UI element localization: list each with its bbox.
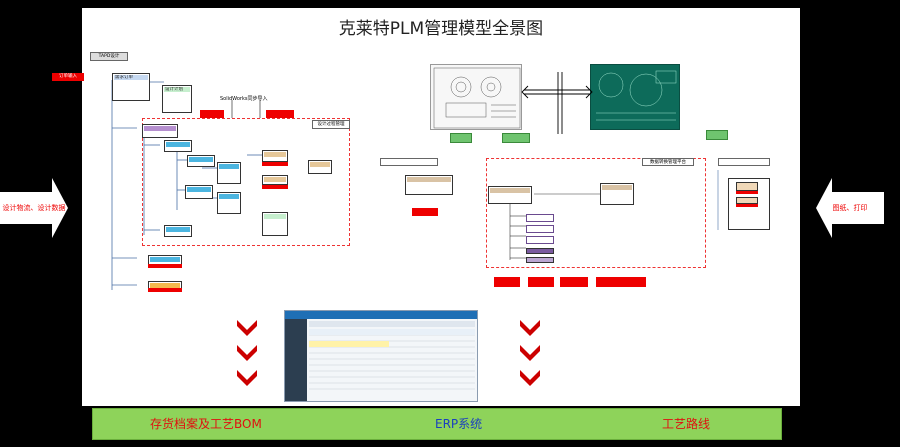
red-tag-1	[200, 110, 224, 118]
right-node-3	[600, 183, 634, 205]
bottom-right-label: 工艺路线	[662, 417, 711, 431]
erp-sidebar	[285, 319, 307, 401]
arrow-left-icon	[816, 178, 884, 238]
order-input-tag: 订单输入	[52, 73, 84, 81]
cad-drawing-thumbnail	[430, 64, 522, 130]
chevron-down-icon	[520, 370, 540, 386]
green-node-3	[706, 130, 728, 140]
right-tag-1	[380, 158, 438, 166]
node-tan-2-bar	[262, 185, 288, 189]
design-process-group	[142, 118, 350, 246]
left-input-arrow: 设计物流、设计数据	[0, 178, 68, 238]
left-arrow-label: 设计物流、设计数据	[2, 204, 66, 212]
node-green-1	[262, 212, 288, 236]
right-node-4b-bar	[736, 204, 758, 207]
arrow-right-icon	[0, 178, 68, 238]
node-tan-3	[308, 160, 332, 174]
purple-item-4	[526, 248, 554, 254]
left-connector-lines	[111, 80, 264, 290]
solidworks-label: SolidWorks同步导入	[220, 96, 268, 102]
erp-screenshot	[284, 310, 478, 402]
design-plan-box: 设计计划	[162, 85, 192, 113]
purple-item-3	[526, 236, 554, 244]
node-blue-4	[185, 185, 213, 199]
order-box: 需求订单	[112, 73, 150, 101]
right-red-1	[412, 208, 438, 216]
bottom-left-label: 存货档案及工艺BOM	[150, 417, 262, 431]
right-node-4a	[736, 182, 758, 191]
drawing-icon	[433, 67, 521, 129]
bottom-red-3	[560, 277, 588, 287]
bottom-red-2	[528, 277, 554, 287]
chevron-down-icon	[237, 320, 257, 336]
right-node-2	[488, 186, 532, 204]
conversion-platform-title: 数据转换管理平台	[642, 158, 694, 166]
purple-item-2	[526, 225, 554, 233]
right-input-arrow: 图纸、打印	[816, 178, 884, 238]
design-process-title: 设计过程管理	[312, 120, 350, 129]
node-tan-2	[262, 175, 288, 185]
model-icon	[596, 70, 677, 121]
green-node-2	[502, 133, 530, 143]
chevron-down-icon	[237, 370, 257, 386]
right-tag-2	[718, 158, 770, 166]
node-blue-3	[217, 162, 241, 184]
node-blue-6	[164, 225, 192, 237]
bottom-center-label: ERP系统	[435, 417, 483, 431]
bottom-red-4	[596, 277, 646, 287]
conversion-arrows	[521, 72, 593, 134]
red-tag-2	[266, 110, 294, 118]
cad-model-thumbnail	[590, 64, 680, 130]
node-blue-2	[187, 155, 215, 167]
right-node-4b	[736, 197, 758, 204]
right-arrow-label: 图纸、打印	[832, 204, 868, 212]
diagram-title: 克莱特PLM管理模型全景图	[338, 19, 544, 39]
erp-toolbar	[309, 321, 475, 327]
purple-item-5	[526, 257, 554, 263]
bottom-red-1	[494, 277, 520, 287]
purple-item-1	[526, 214, 554, 222]
node-blue-7-bar	[148, 264, 182, 268]
left-top-tag: TAPD设计	[90, 52, 128, 61]
right-node-4a-bar	[736, 191, 758, 194]
right-connector-lines	[509, 170, 719, 260]
green-node-1	[450, 133, 472, 143]
node-blue-1	[164, 140, 192, 152]
node-tan-1	[262, 150, 288, 162]
bottom-system-bar	[92, 408, 782, 440]
node-blue-5	[217, 192, 241, 214]
erp-table	[309, 329, 475, 390]
right-node-1	[405, 175, 453, 195]
node-tan-1-bar	[262, 162, 288, 166]
chevron-down-icon	[520, 320, 540, 336]
erp-titlebar	[285, 311, 477, 319]
chevron-down-icon	[520, 345, 540, 361]
conversion-platform-group	[486, 158, 706, 268]
chevron-down-icon	[237, 345, 257, 361]
node-tan-4-bar	[148, 288, 182, 292]
node-purple-1	[142, 124, 178, 138]
